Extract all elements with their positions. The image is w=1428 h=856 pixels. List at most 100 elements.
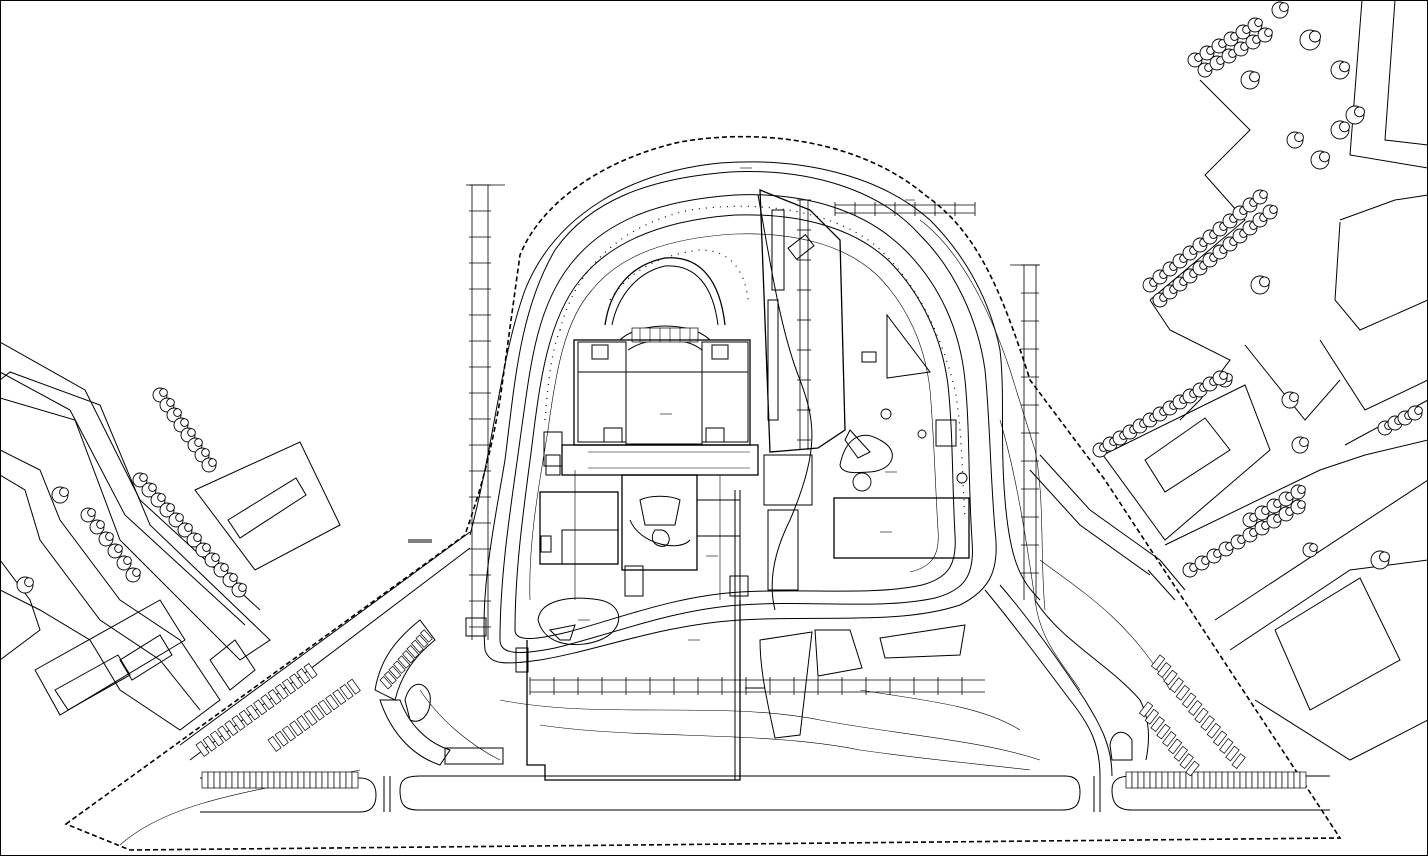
tree-symbol: [1330, 60, 1350, 80]
tree-symbol: [1330, 120, 1350, 140]
south-plaza: [465, 597, 966, 781]
tree-symbol: [1250, 275, 1270, 295]
tree-symbol: [1240, 70, 1260, 90]
parking-stall: [388, 665, 402, 680]
tree-symbol: [195, 542, 211, 558]
parking-stall: [415, 634, 429, 648]
parking-stall: [225, 771, 233, 789]
auditorium-fan: [604, 257, 726, 326]
tree-symbol: [1278, 491, 1294, 507]
dimension-chain-right: [1010, 264, 1040, 600]
parking-stall: [1263, 771, 1271, 789]
tree-symbol: [1252, 189, 1268, 205]
parking-stall: [1149, 771, 1157, 789]
parking-stall: [238, 709, 253, 726]
parking-stall: [274, 683, 289, 700]
parking-stall: [397, 655, 411, 669]
site-boundary-line: [64, 135, 1342, 851]
parking-stall: [1219, 738, 1234, 754]
tree-symbol: [1202, 252, 1218, 268]
parking-stall: [231, 771, 239, 789]
parking-stall: [393, 660, 406, 674]
parking-stall: [1137, 771, 1145, 789]
parking-stall: [267, 771, 275, 789]
parking-stall: [1185, 760, 1200, 777]
parking-stall: [310, 704, 325, 721]
parking-stall: [1194, 707, 1209, 724]
parking-stall: [267, 688, 282, 705]
tree-symbol: [1302, 542, 1318, 558]
tree-symbol: [1212, 221, 1228, 237]
parking-stall: [285, 771, 293, 789]
tree-symbol: [1257, 27, 1273, 43]
main-building: [539, 257, 759, 780]
parking-stall: [209, 730, 224, 747]
parking-stall: [1175, 684, 1191, 701]
parking-stall: [1179, 753, 1194, 770]
parking-stall: [1173, 771, 1181, 789]
tree-symbol: [1211, 38, 1227, 54]
tree-symbol: [1247, 17, 1263, 33]
parking-stall: [291, 771, 299, 789]
east-neighbourhood: [1102, 0, 1428, 761]
tree-symbol: [141, 482, 157, 498]
tree-symbol: [98, 531, 114, 547]
tree-symbol: [150, 492, 166, 508]
tree-symbol: [187, 437, 203, 453]
parking-stall: [303, 709, 318, 726]
parking-stall: [217, 725, 232, 742]
parking-stall: [1188, 700, 1203, 716]
tree-symbol: [177, 522, 193, 538]
tree-symbol: [204, 552, 220, 568]
parking-stall: [1162, 731, 1177, 747]
parking-stall: [279, 771, 287, 789]
tree-symbol: [213, 562, 229, 578]
parking-stall: [327, 771, 335, 789]
tree-row-dots-2: [544, 329, 561, 421]
parking-stall: [243, 771, 251, 789]
dimension-chain-inner-v: [797, 199, 811, 450]
tree-symbol: [16, 576, 34, 594]
tree-symbol: [1199, 45, 1215, 61]
parking-stall: [1287, 771, 1295, 789]
tree-symbol: [1212, 370, 1228, 386]
parking-stall: [267, 735, 282, 752]
tree-symbol: [107, 543, 123, 559]
tree-symbol: [132, 472, 148, 488]
parking-stall: [1155, 771, 1163, 789]
parking-stall: [1251, 771, 1259, 789]
dimension-chain-top: [834, 202, 976, 216]
parking-stall: [420, 629, 433, 643]
parking-stall: [309, 771, 317, 789]
parking-stall: [1215, 771, 1223, 789]
parking-stall: [1209, 771, 1217, 789]
parking-stall: [1181, 692, 1197, 709]
parking-stall: [237, 771, 245, 789]
dimension-chain-left: [466, 184, 505, 640]
parking-stall: [1167, 771, 1175, 789]
parking-stall: [219, 771, 227, 789]
parking-stall: [1197, 771, 1205, 789]
tree-symbol: [222, 572, 238, 588]
tree-symbol: [116, 555, 132, 571]
parking-stall: [1163, 669, 1178, 686]
tree-symbol: [1233, 41, 1249, 57]
parking-stall: [402, 650, 415, 664]
parking-stall: [339, 771, 347, 789]
parking-stall: [1156, 723, 1171, 740]
parking-stall: [201, 771, 209, 789]
parking-stall: [260, 694, 275, 711]
parking-stall: [261, 771, 269, 789]
tree-symbol: [1407, 405, 1423, 421]
parking-stall: [255, 771, 263, 789]
parking-stall: [1161, 771, 1169, 789]
parking-stall: [321, 771, 329, 789]
parking-stall: [207, 771, 215, 789]
parking-stall: [289, 673, 304, 690]
parking-lots: [195, 629, 1307, 789]
parking-stall: [289, 720, 304, 737]
parking-stall: [1233, 771, 1241, 789]
contour-lines: [469, 161, 1081, 691]
tree-symbol: [1232, 228, 1248, 244]
